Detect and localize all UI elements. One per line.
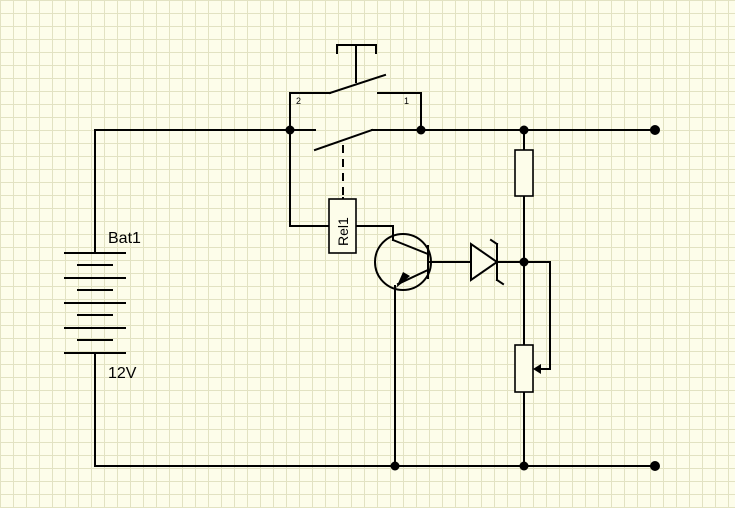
terminal-top-output[interactable] bbox=[650, 125, 660, 135]
diode bbox=[470, 238, 505, 286]
relay-coil-rel1 bbox=[328, 198, 357, 254]
junction-dot bbox=[390, 461, 400, 471]
junction-dot bbox=[519, 125, 529, 135]
potentiometer-wiper-arrow bbox=[533, 364, 541, 374]
switch-pin-1-label: 1 bbox=[404, 96, 409, 106]
potentiometer-body bbox=[514, 344, 534, 393]
switch-upper-blade bbox=[328, 73, 387, 95]
switch-contacts bbox=[313, 44, 387, 202]
transistor-emitter-arrow bbox=[396, 272, 410, 288]
npn-transistor bbox=[374, 233, 432, 291]
transistor-collector bbox=[391, 238, 430, 256]
wires bbox=[94, 92, 656, 467]
battery-name-label: Bat1 bbox=[108, 230, 141, 247]
battery-voltage-label: 12V bbox=[108, 365, 137, 382]
terminal-bottom-output[interactable] bbox=[650, 461, 660, 471]
resistor bbox=[514, 149, 534, 197]
junction-dot bbox=[416, 125, 426, 135]
relay-name-label: Rel1 bbox=[335, 217, 351, 246]
battery-bat1 bbox=[64, 252, 126, 354]
switch-pin-2-label: 2 bbox=[296, 96, 301, 106]
junction-dot bbox=[519, 461, 529, 471]
junction-dot bbox=[285, 125, 295, 135]
switch-lower-blade bbox=[313, 128, 374, 152]
potentiometer bbox=[514, 344, 551, 393]
junction-dot bbox=[519, 257, 529, 267]
junctions bbox=[285, 125, 529, 471]
